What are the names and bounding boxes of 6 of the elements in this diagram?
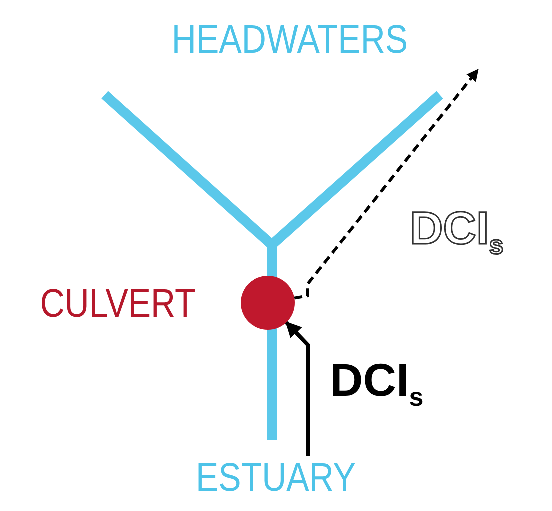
place-label: HEADWATERS	[128, 18, 452, 70]
culvert-circle	[241, 276, 295, 330]
culvert-label: CULVERT	[39, 282, 197, 326]
place-label: ESTUARY	[170, 456, 382, 500]
dashed-arrow	[294, 69, 480, 300]
arrow	[285, 321, 310, 456]
